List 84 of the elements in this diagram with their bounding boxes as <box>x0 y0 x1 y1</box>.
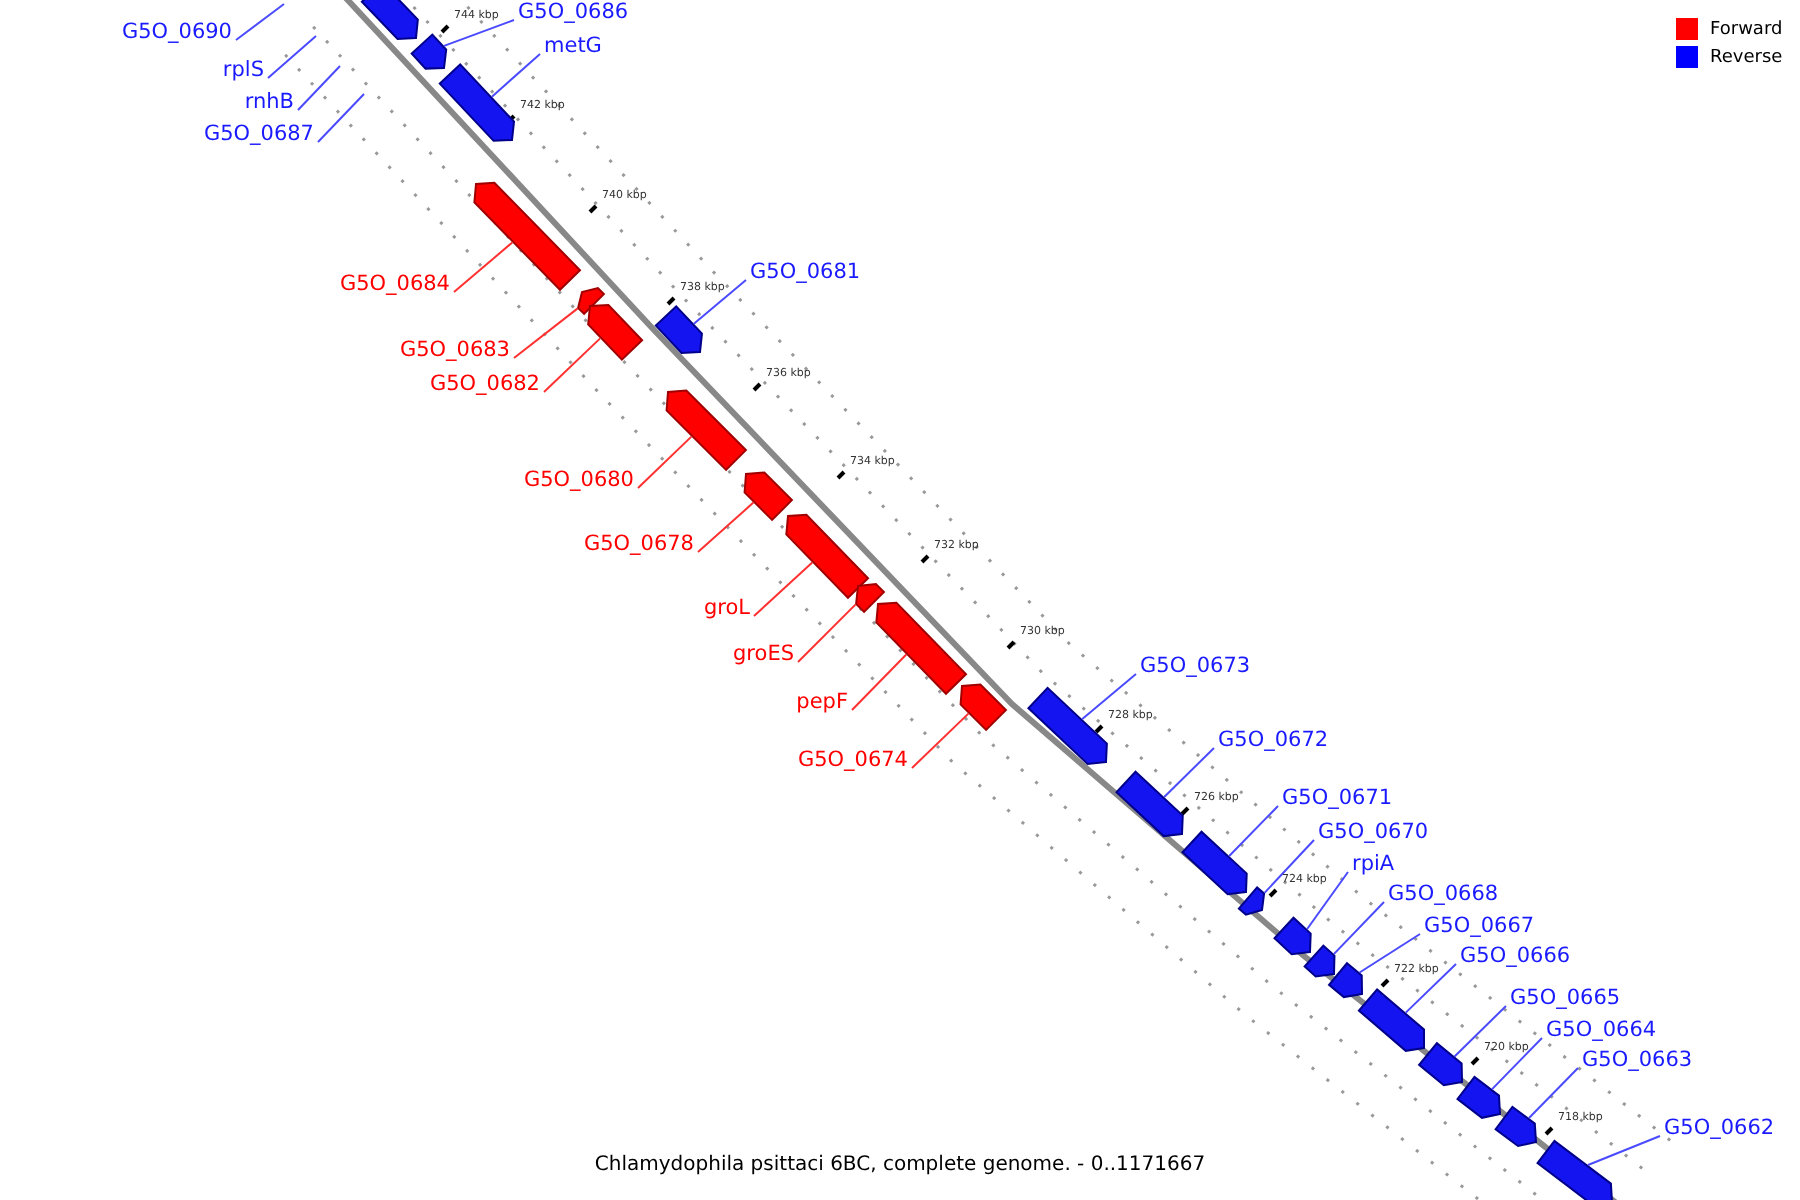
leader-line <box>692 279 747 325</box>
gene-label: G5O_0668 <box>1388 880 1499 908</box>
gene-label: G5O_0672 <box>1218 726 1329 754</box>
leader-line <box>1453 1005 1507 1058</box>
gene-label: groES <box>733 640 794 668</box>
caption: Chlamydophila psittaci 6BC, complete genome. - 0..1171667 <box>594 1154 1206 1176</box>
leader-line <box>1163 747 1215 798</box>
gene-label: rpiA <box>1352 850 1395 878</box>
legend-label: Reverse <box>1710 47 1783 67</box>
leader-line <box>1587 1135 1661 1167</box>
gene-feature <box>1357 987 1425 1052</box>
gene-label: G5O_0671 <box>1282 784 1393 812</box>
leader-line <box>267 35 317 79</box>
leader-line <box>1333 901 1385 955</box>
gene-label: metG <box>544 32 602 60</box>
gene-label: G5O_0674 <box>797 746 908 774</box>
gene-feature <box>587 304 644 362</box>
gene-label: G5O_0670 <box>1318 818 1429 846</box>
gene-label: G5O_0684 <box>339 270 450 298</box>
gene-label: G5O_0662 <box>1664 1114 1775 1142</box>
gene-label: rplS <box>222 56 264 84</box>
gene-feature <box>1027 686 1108 765</box>
gene-feature <box>1327 961 1363 999</box>
leader-line <box>317 93 365 143</box>
gene-feature <box>1181 830 1248 896</box>
gene-feature <box>875 601 968 696</box>
legend-label: Forward <box>1710 19 1783 39</box>
gene-label: G5O_0665 <box>1510 984 1621 1012</box>
gene-label: G5O_0690 <box>121 18 232 46</box>
leader-line <box>1081 673 1137 721</box>
gene-feature <box>1115 770 1184 838</box>
gene-feature <box>1303 944 1336 978</box>
leader-line <box>851 653 908 711</box>
gene-label: G5O_0687 <box>203 120 314 148</box>
gene-label: G5O_0682 <box>429 370 540 398</box>
gene-feature <box>1456 1075 1502 1119</box>
leader-line <box>697 501 755 553</box>
gene-feature <box>855 583 886 614</box>
leader-line <box>1491 1037 1543 1091</box>
gene-feature <box>743 471 794 522</box>
gene-label: G5O_0680 <box>523 466 634 494</box>
gene-label: G5O_0666 <box>1460 942 1571 970</box>
leader-line <box>1263 839 1315 894</box>
gene-label: G5O_0681 <box>750 258 861 286</box>
gene-feature <box>959 683 1008 732</box>
leader-line <box>1528 1067 1579 1119</box>
leader-line <box>453 241 514 293</box>
gene-label: G5O_0664 <box>1546 1016 1657 1044</box>
gene-label: G5O_0663 <box>1582 1046 1693 1074</box>
gene-feature <box>665 389 748 472</box>
gene-label: rnhB <box>244 88 294 116</box>
gene-feature <box>785 513 870 600</box>
gene-feature <box>473 181 582 292</box>
gene-feature <box>654 304 703 354</box>
leader-line <box>1306 871 1349 930</box>
leader-line <box>297 65 341 111</box>
gene-feature <box>1536 1139 1614 1200</box>
gene-label: G5O_0673 <box>1140 652 1251 680</box>
gene-feature <box>360 0 419 41</box>
leader-line <box>753 561 814 617</box>
gene-feature <box>1237 885 1266 916</box>
gene-label: G5O_0686 <box>518 0 629 26</box>
leader-line <box>797 603 857 663</box>
gene-label: G5O_0683 <box>399 336 510 364</box>
leader-line <box>1358 933 1421 974</box>
gene-label: G5O_0667 <box>1424 912 1535 940</box>
leader-line <box>490 53 541 98</box>
leader-line <box>1404 963 1457 1014</box>
gene-feature <box>1417 1041 1463 1087</box>
gene-feature <box>410 33 448 70</box>
leader-line <box>513 307 579 359</box>
gene-feature <box>1273 916 1312 956</box>
gene-label: pepF <box>796 688 848 716</box>
gene-feature <box>438 63 516 142</box>
leader-line <box>637 435 693 489</box>
gene-feature <box>577 287 606 316</box>
gene-label: G5O_0678 <box>583 530 694 558</box>
leader-line <box>235 3 285 41</box>
leader-line <box>1228 805 1279 857</box>
gene-feature <box>1494 1105 1538 1148</box>
gene-label: groL <box>703 594 750 622</box>
leader-line <box>911 712 970 769</box>
leader-line <box>443 19 515 47</box>
leader-line <box>543 337 602 393</box>
